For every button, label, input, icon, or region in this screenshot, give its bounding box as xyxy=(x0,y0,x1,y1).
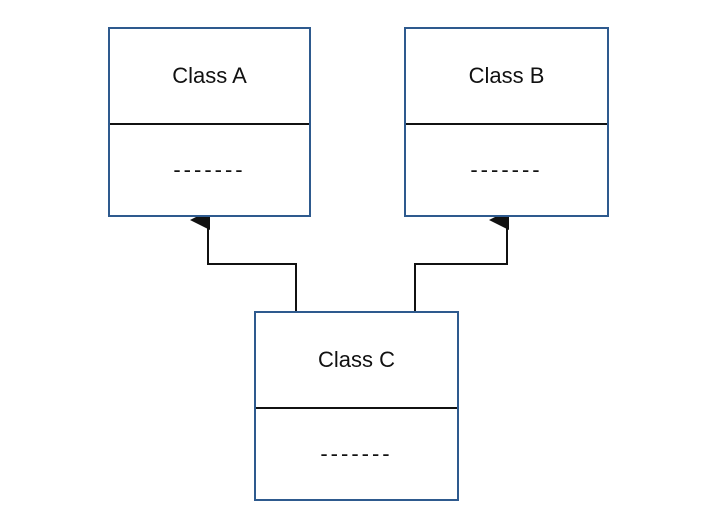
class-b-members: ------- xyxy=(470,157,543,182)
class-a-name: Class A xyxy=(110,29,309,125)
class-c-members: ------- xyxy=(320,441,393,466)
class-b-box: Class B ------- xyxy=(404,27,609,217)
class-a-members: ------- xyxy=(173,157,246,182)
class-c-name: Class C xyxy=(256,313,457,409)
class-c-box: Class C ------- xyxy=(254,311,459,501)
inheritance-arrow-c-to-b xyxy=(414,210,509,311)
class-b-name: Class B xyxy=(406,29,607,125)
inheritance-arrow-c-to-a xyxy=(190,210,297,311)
class-a-box: Class A ------- xyxy=(108,27,311,217)
